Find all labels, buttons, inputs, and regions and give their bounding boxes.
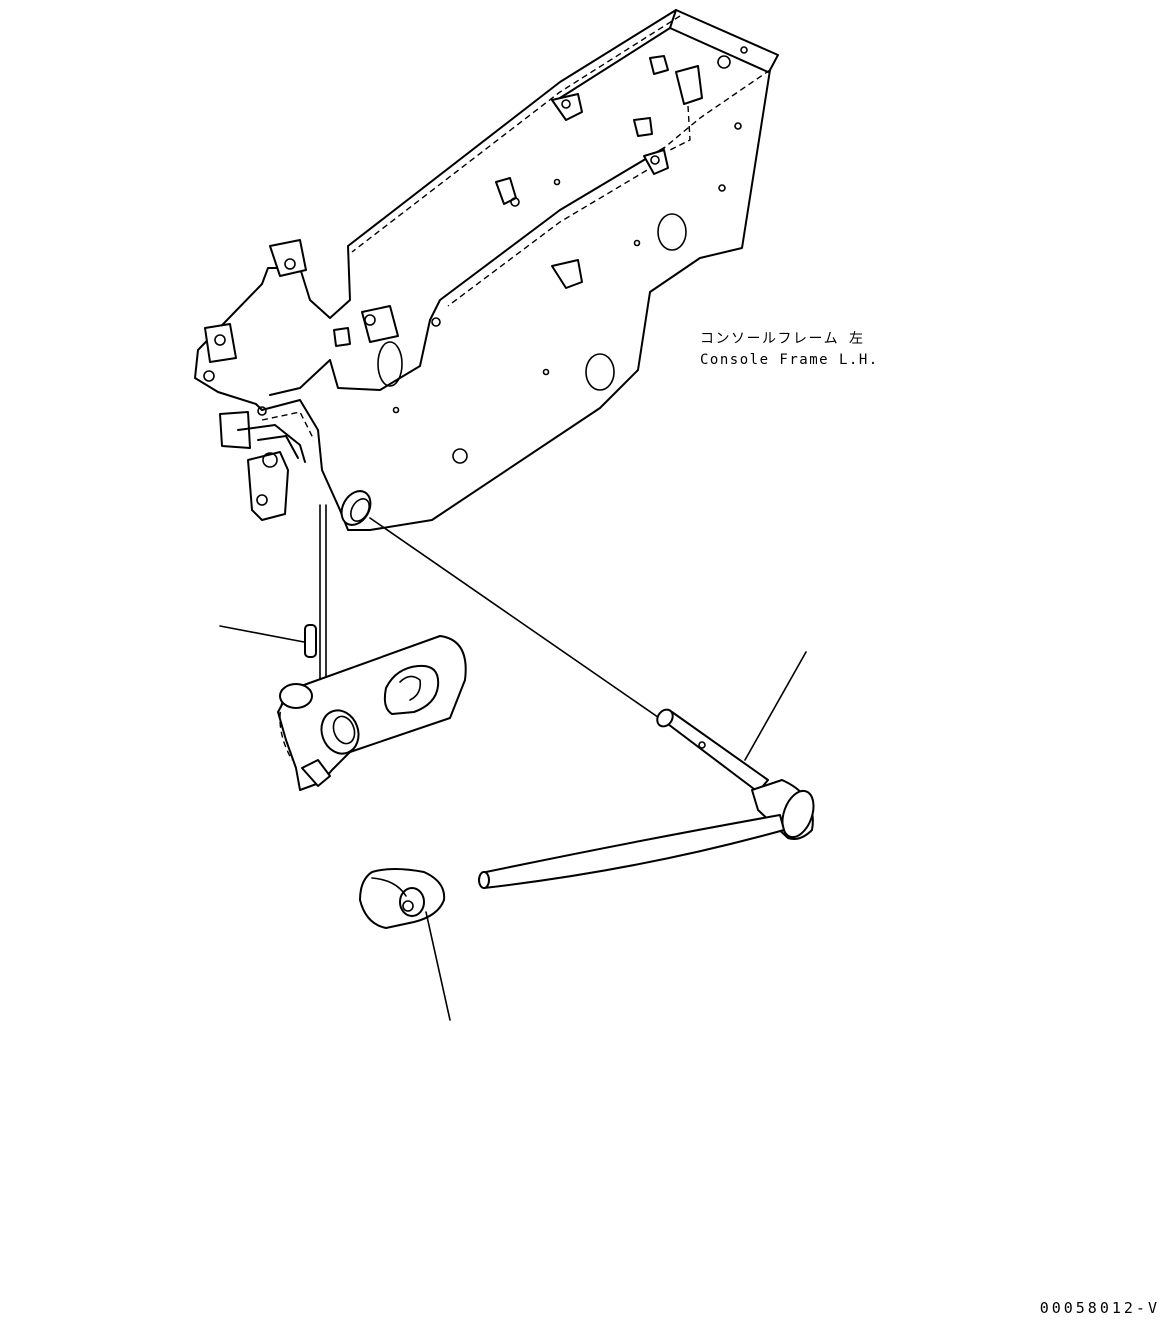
pin: [219, 624, 317, 658]
console-frame-label-japanese: コンソールフレーム 左: [700, 331, 865, 347]
knob: [359, 868, 451, 1021]
drawing-number: 00058012-V: [1039, 1299, 1160, 1317]
lever-shaft: [478, 651, 815, 889]
console-frame-label-english: Console Frame L.H.: [700, 352, 879, 368]
lever-plate: [277, 635, 467, 791]
assembly-lines: [319, 504, 666, 723]
console-frame: [194, 9, 779, 531]
